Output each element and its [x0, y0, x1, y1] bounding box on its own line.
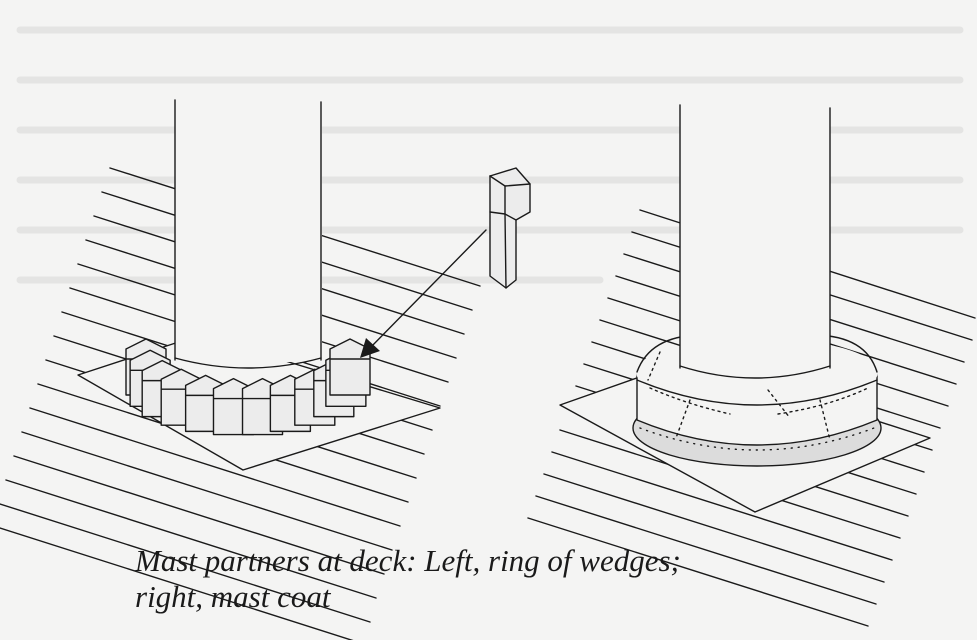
- wedge-arrow: [360, 229, 487, 358]
- plank-line: [29, 407, 401, 527]
- plank-line: [5, 479, 377, 599]
- mast-left: [174, 99, 322, 369]
- plank-line: [21, 431, 393, 551]
- plank-line: [527, 517, 869, 627]
- plank-line: [0, 503, 371, 623]
- wedge-ring: [125, 338, 371, 436]
- wedge: [329, 338, 371, 396]
- plank-line: [543, 473, 885, 583]
- plank-line: [13, 455, 385, 575]
- figure-caption: Mast partners at deck: Left, ring of wed…: [135, 543, 935, 615]
- mast-right: [679, 104, 831, 379]
- plank-line: [551, 451, 893, 561]
- plank-line: [535, 495, 877, 605]
- caption-line-2: right, mast coat: [135, 579, 331, 614]
- loose-wedge: [489, 167, 531, 289]
- caption-line-1: Mast partners at deck: Left, ring of wed…: [135, 543, 681, 578]
- plank-line: [0, 527, 354, 640]
